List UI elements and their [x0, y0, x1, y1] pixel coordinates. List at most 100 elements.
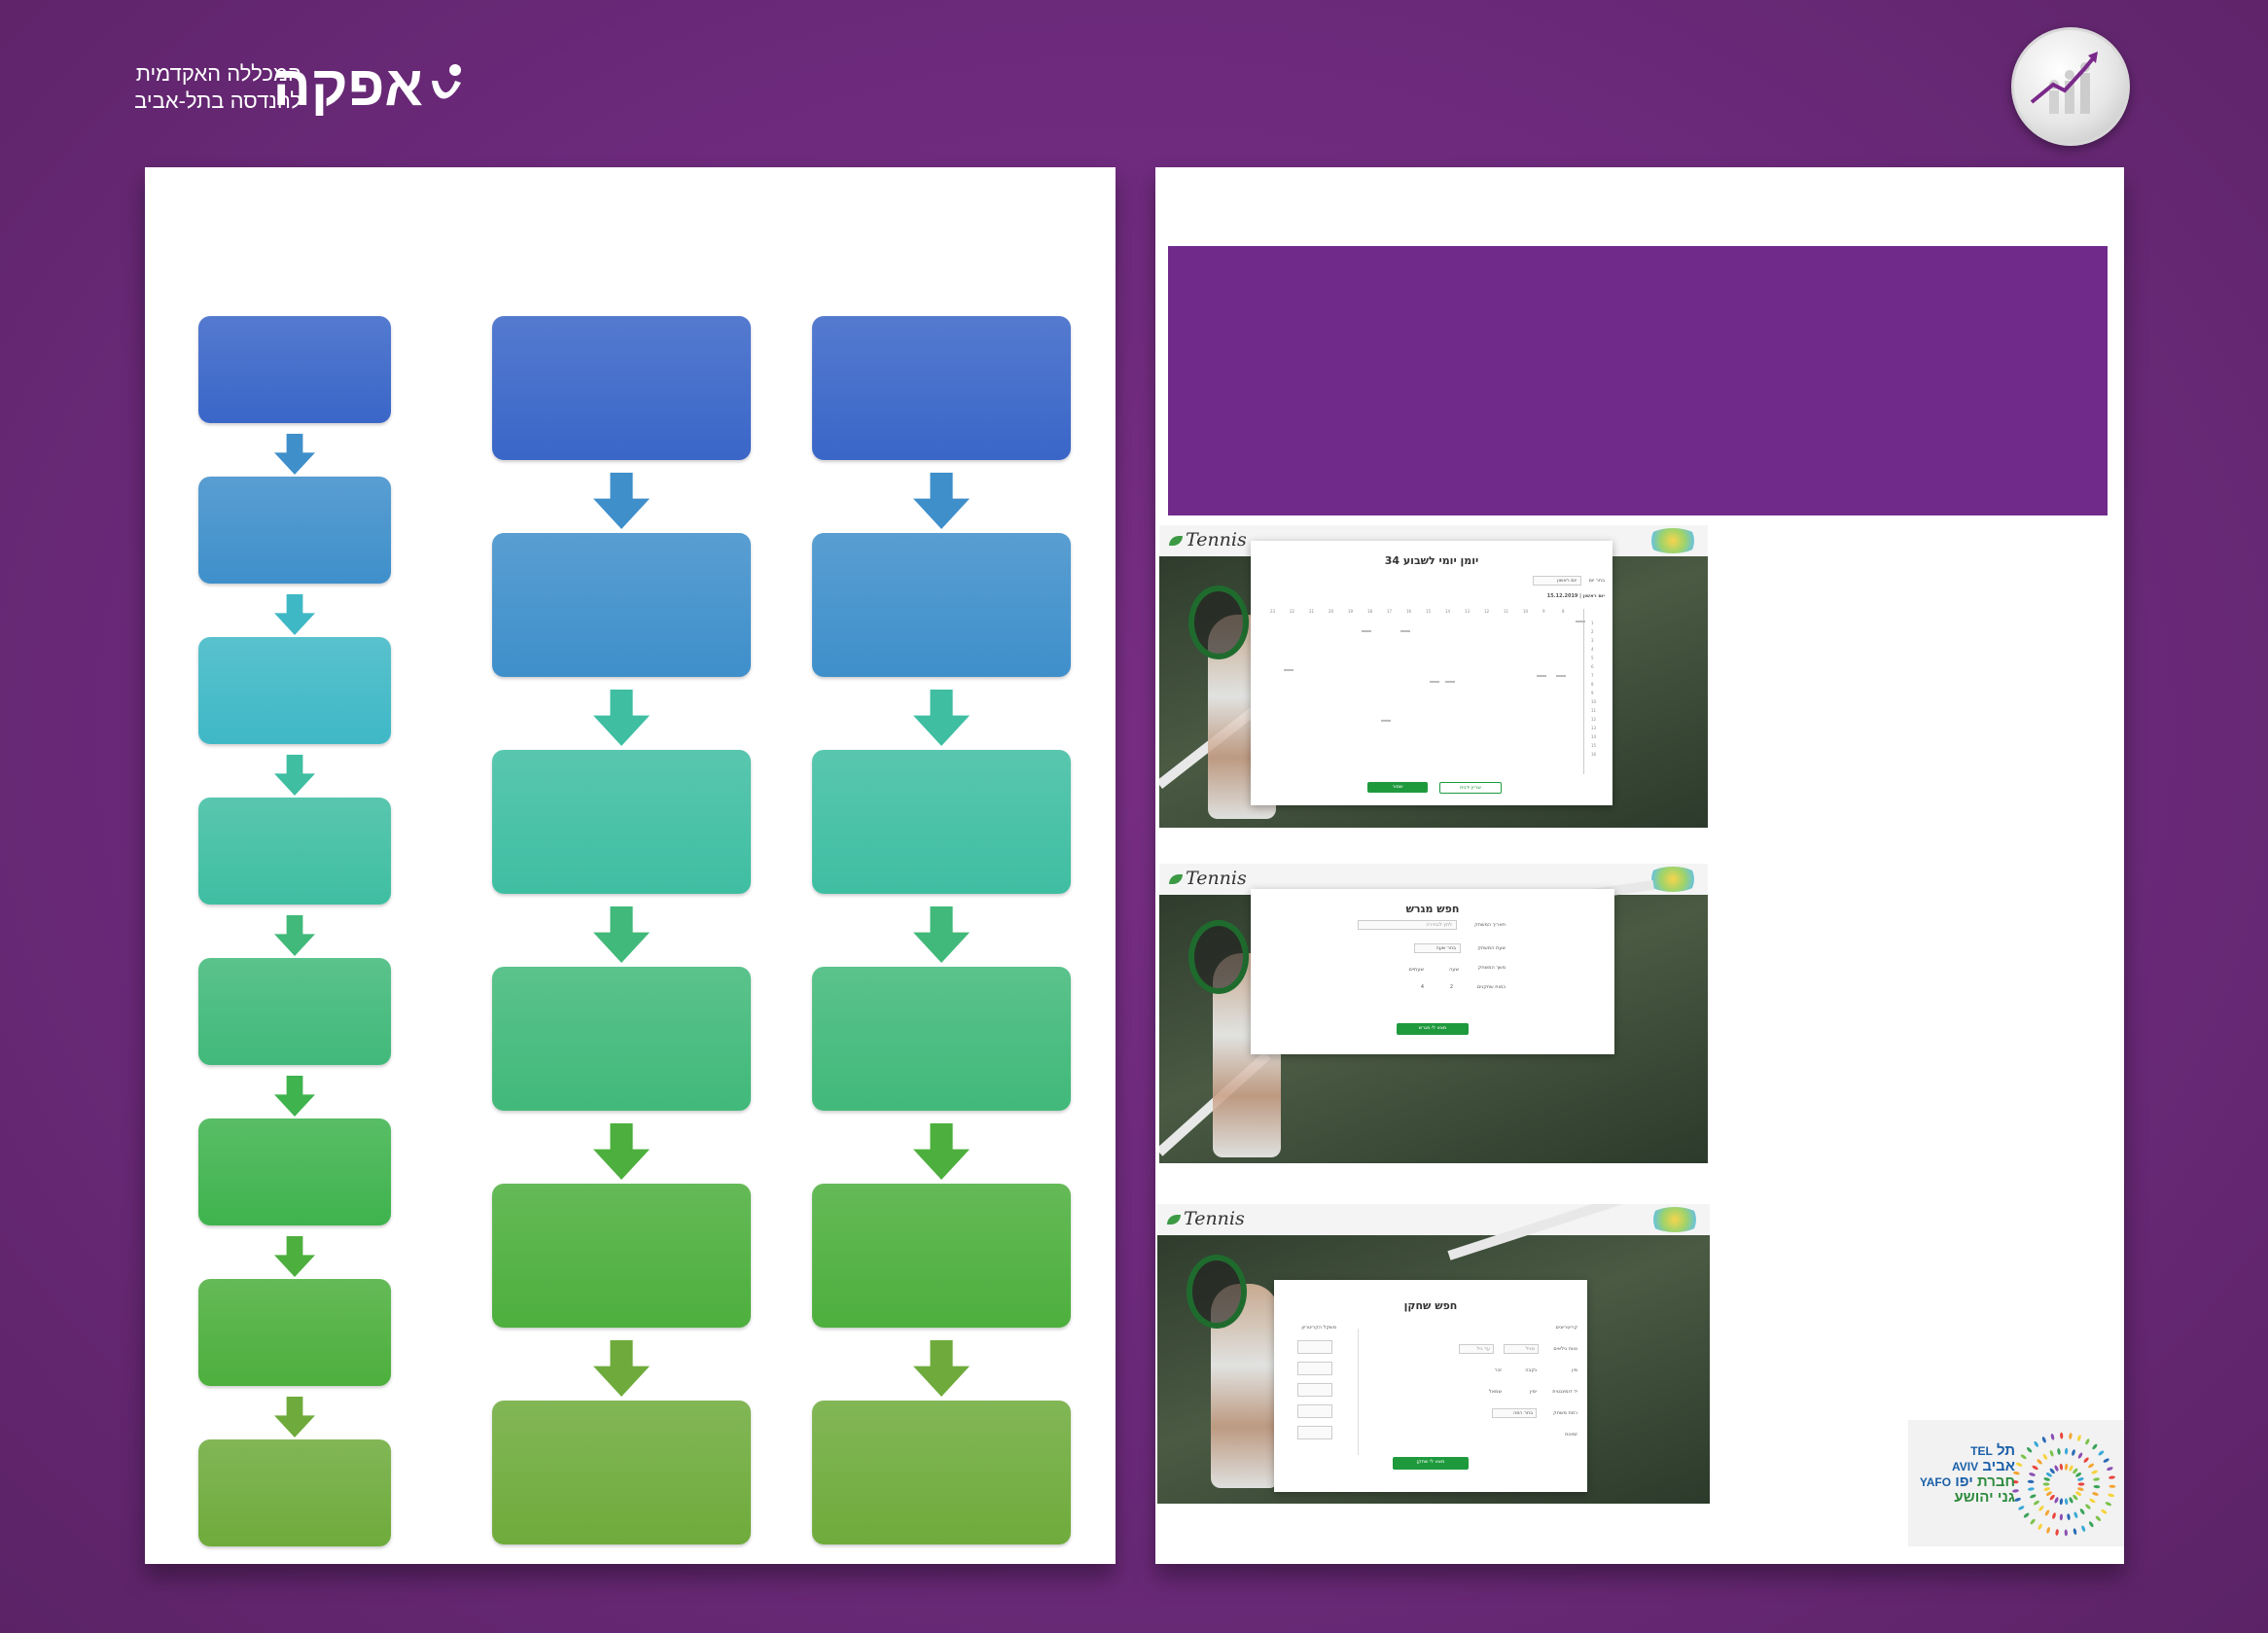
flow-step-2-6 — [492, 1401, 751, 1544]
court-search-screenshot: Tennis חפש מגרש תאריך המשחק לחץ לבחירה ש… — [1159, 864, 1708, 1163]
schedule-row-label: 4 — [1591, 647, 1594, 652]
court-search-modal: חפש מגרש תאריך המשחק לחץ לבחירה שעת המשח… — [1251, 889, 1614, 1054]
schedule-title: יומן יומי לשבוע 34 — [1384, 554, 1479, 567]
flow-step-1-2 — [198, 477, 391, 584]
availability-label: זמינות — [1565, 1432, 1577, 1438]
sunburst-icon — [2011, 1432, 2116, 1537]
criteria-label: קריטריונים — [1555, 1325, 1577, 1331]
flow-arrow-down-icon — [274, 593, 315, 635]
flow-step-3-5 — [812, 1184, 1071, 1328]
tennis-leaf-icon — [1169, 874, 1183, 884]
flow-arrow-down-icon — [913, 1122, 970, 1180]
booked-slot[interactable] — [1284, 669, 1293, 671]
booked-slot[interactable] — [1430, 681, 1439, 683]
schedule-column-header: 8 — [1562, 609, 1565, 614]
date-label: תאריך המשחק — [1474, 922, 1506, 928]
schedule-column-header: 18 — [1367, 609, 1373, 614]
flow-arrow-down-icon — [274, 1396, 315, 1438]
hand-right-option[interactable]: ימין — [1530, 1389, 1537, 1395]
booked-slot[interactable] — [1362, 630, 1371, 632]
schedule-row-label: 9 — [1591, 691, 1594, 695]
manual-book-button[interactable]: שריין ידנית — [1439, 782, 1502, 794]
schedule-column-header: 11 — [1504, 609, 1509, 614]
flow-step-3-4 — [812, 967, 1071, 1111]
criterion-weight-input[interactable] — [1297, 1362, 1332, 1375]
flow-arrow-down-icon — [913, 472, 970, 529]
flow-arrow-down-icon — [274, 1235, 315, 1277]
players-option-4[interactable]: 4 — [1420, 984, 1424, 990]
tlv-en-2: AVIV — [1952, 1460, 1979, 1473]
flow-step-1-7 — [198, 1279, 391, 1386]
booked-slot[interactable] — [1556, 675, 1566, 677]
booked-slot[interactable] — [1400, 630, 1410, 632]
schedule-modal: יומן יומי לשבוע 34 בחר יום יום ראשון יום… — [1251, 541, 1612, 805]
gender-male-option[interactable]: זכר — [1494, 1367, 1502, 1373]
flow-step-1-4 — [198, 798, 391, 905]
find-player-button[interactable]: מצא לי שחקן — [1393, 1457, 1469, 1470]
schedule-row-label: 8 — [1591, 682, 1594, 687]
tennis-brand: Tennis — [1169, 529, 1247, 550]
find-court-button[interactable]: מצא לי מגרש — [1397, 1023, 1469, 1035]
hand-left-option[interactable]: שמאל — [1488, 1389, 1502, 1395]
tlv-en-1: TEL — [1970, 1444, 1993, 1458]
age-from-input[interactable]: מגיל — [1504, 1344, 1539, 1354]
players-option-2[interactable]: 2 — [1449, 984, 1453, 990]
schedule-column-header: 12 — [1484, 609, 1490, 614]
sponsor-mini-logo — [1646, 867, 1700, 892]
schedule-column-header: 19 — [1348, 609, 1354, 614]
schedule-row-label: 11 — [1591, 708, 1597, 713]
flow-step-1-3 — [198, 637, 391, 744]
tlv-he-1: תל — [1996, 1442, 2015, 1459]
day-select[interactable]: יום ראשון — [1533, 576, 1581, 586]
institution-line1: המכללה האקדמית — [135, 61, 301, 86]
age-to-input[interactable]: עד גיל — [1459, 1344, 1494, 1354]
criterion-weight-input[interactable] — [1297, 1404, 1332, 1418]
flow-step-1-8 — [198, 1439, 391, 1546]
time-select[interactable]: בחר שעה — [1414, 943, 1461, 953]
schedule-divider — [1583, 609, 1584, 774]
schedule-row-label: 1 — [1591, 621, 1594, 625]
tennis-brand-text: Tennis — [1184, 1208, 1245, 1229]
age-label: טווח גילאים — [1553, 1346, 1577, 1352]
flow-step-3-2 — [812, 533, 1071, 677]
level-select[interactable]: בחר רמה — [1492, 1408, 1537, 1418]
schedule-row-label: 14 — [1591, 734, 1597, 739]
schedule-column-header: 13 — [1465, 609, 1471, 614]
gender-female-option[interactable]: נקבה — [1525, 1367, 1537, 1373]
duration-option-hour[interactable]: שעה — [1449, 967, 1459, 973]
save-button[interactable]: שמור — [1367, 782, 1428, 793]
time-label: שעת המשחק — [1477, 945, 1506, 951]
schedule-column-header: 21 — [1309, 609, 1315, 614]
flow-arrow-down-icon — [913, 1339, 970, 1397]
day-select-label: בחר יום — [1588, 578, 1605, 584]
divider — [1358, 1329, 1359, 1455]
flow-arrow-down-icon — [593, 905, 650, 963]
flow-step-1-5 — [198, 958, 391, 1065]
hand-label: יד דומיננטית — [1552, 1389, 1577, 1395]
flow-step-1-1 — [198, 316, 391, 423]
criterion-weight-input[interactable] — [1297, 1383, 1332, 1397]
flow-step-3-1 — [812, 316, 1071, 460]
schedule-row-label: 15 — [1591, 743, 1597, 748]
schedule-column-header: 23 — [1270, 609, 1276, 614]
weights-label: משקל הקריטריון — [1301, 1325, 1336, 1331]
schedule-column-header: 15 — [1426, 609, 1432, 614]
booked-slot[interactable] — [1576, 621, 1585, 622]
schedule-row-label: 16 — [1591, 752, 1597, 757]
schedule-screenshot: Tennis יומן יומי לשבוע 34 בחר יום יום רא… — [1159, 525, 1708, 828]
duration-option-two-hours[interactable]: שעתיים — [1408, 967, 1424, 973]
schedule-row-label: 2 — [1591, 629, 1594, 634]
criterion-weight-input[interactable] — [1297, 1426, 1332, 1439]
flow-arrow-down-icon — [274, 754, 315, 796]
tlv-he-2: אביב — [1982, 1458, 2015, 1474]
booked-slot[interactable] — [1537, 675, 1546, 677]
schedule-date: יום ראשון | 15.12.2019 — [1546, 593, 1605, 599]
date-input[interactable]: לחץ לבחירה — [1358, 920, 1457, 930]
criterion-weight-input[interactable] — [1297, 1340, 1332, 1354]
tennis-leaf-icon — [1167, 1215, 1181, 1225]
booked-slot[interactable] — [1381, 720, 1391, 722]
app-header: Tennis — [1157, 1204, 1710, 1235]
flow-arrow-down-icon — [274, 1075, 315, 1117]
booked-slot[interactable] — [1445, 681, 1455, 683]
